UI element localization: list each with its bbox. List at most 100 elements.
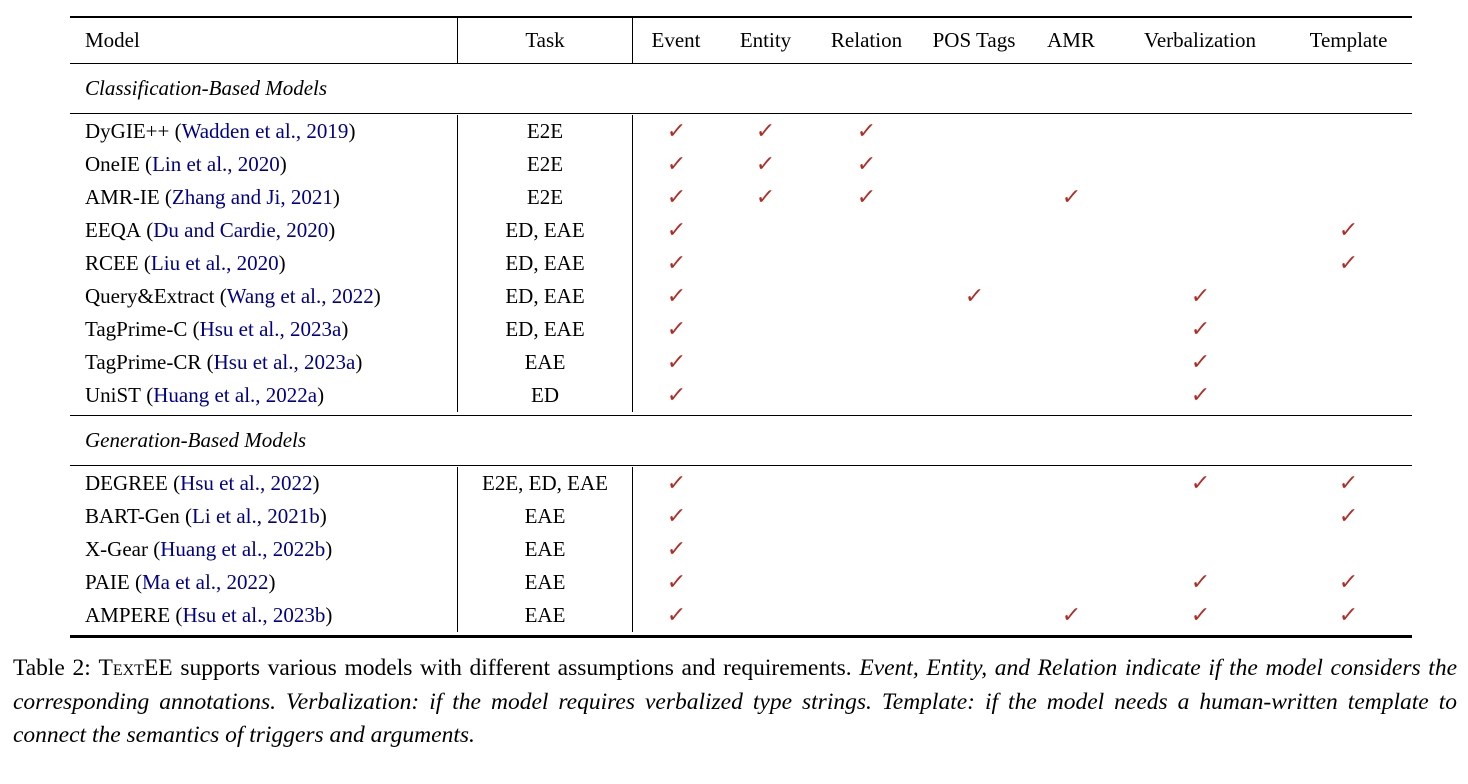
citation-link[interactable]: Liu et al., 2020 xyxy=(150,251,279,275)
model-name: AMPERE ( xyxy=(85,603,183,627)
checkmark-icon: ✓ xyxy=(1337,504,1360,529)
model-cell: PAIE (Ma et al., 2022) xyxy=(70,566,458,599)
check-cell-pos-tags: ✓ xyxy=(921,284,1027,309)
table-row: PAIE (Ma et al., 2022)EAE✓✓✓ xyxy=(70,566,1412,599)
citation-link[interactable]: Wang et al., 2022 xyxy=(226,284,374,308)
checkmark-icon: ✓ xyxy=(1189,350,1211,375)
citation-close-paren: ) xyxy=(325,603,333,627)
citation-link[interactable]: Li et al., 2021b xyxy=(192,504,320,528)
task-cell: ED, EAE xyxy=(458,280,633,313)
citation-close-paren: ) xyxy=(355,350,363,374)
checkmark-icon: ✓ xyxy=(1337,570,1360,595)
check-cell-verbalization: ✓ xyxy=(1115,383,1285,408)
citation-link[interactable]: Lin et al., 2020 xyxy=(152,152,280,176)
check-cell-relation: ✓ xyxy=(812,152,921,177)
model-cell: RCEE (Liu et al., 2020) xyxy=(70,247,458,280)
citation-link[interactable]: Hsu et al., 2022 xyxy=(180,471,313,495)
citation-link[interactable]: Huang et al., 2022a xyxy=(153,383,318,407)
checkmark-icon: ✓ xyxy=(1189,284,1211,309)
check-cell-verbalization: ✓ xyxy=(1115,570,1285,595)
citation-close-paren: ) xyxy=(279,152,287,176)
model-cell: TagPrime-C (Hsu et al., 2023a) xyxy=(70,313,458,346)
task-cell: EAE xyxy=(458,566,633,599)
check-cell-template: ✓ xyxy=(1285,471,1412,496)
model-name: PAIE ( xyxy=(85,570,142,594)
model-cell: EEQA (Du and Cardie, 2020) xyxy=(70,214,458,247)
table-row: RCEE (Liu et al., 2020)ED, EAE✓✓ xyxy=(70,247,1412,280)
check-cell-verbalization: ✓ xyxy=(1115,284,1285,309)
check-cell-template: ✓ xyxy=(1285,603,1412,628)
citation-close-paren: ) xyxy=(348,119,356,143)
checkmark-icon: ✓ xyxy=(665,350,687,375)
checkmark-icon: ✓ xyxy=(855,152,878,177)
citation-close-paren: ) xyxy=(312,471,320,495)
table-row: AMPERE (Hsu et al., 2023b) EAE ✓ ✓ ✓ ✓ xyxy=(70,599,1412,632)
check-cell-event: ✓ xyxy=(633,152,719,177)
checkmark-icon: ✓ xyxy=(1337,471,1360,496)
table-row: TagPrime-C (Hsu et al., 2023a)ED, EAE✓✓ xyxy=(70,313,1412,346)
citation-link[interactable]: Du and Cardie, 2020 xyxy=(153,218,329,242)
citation-close-paren: ) xyxy=(319,504,327,528)
task-cell: E2E xyxy=(458,181,633,214)
check-cell-relation: ✓ xyxy=(812,119,921,144)
task-cell: EAE xyxy=(458,533,633,566)
model-name: DEGREE ( xyxy=(85,471,181,495)
checkmark-icon: ✓ xyxy=(665,537,687,562)
check-cell-template: ✓ xyxy=(1285,251,1412,276)
task-cell: ED, EAE xyxy=(458,313,633,346)
checkmark-icon: ✓ xyxy=(665,603,687,628)
check-cell-verbalization: ✓ xyxy=(1115,350,1285,375)
checkmark-icon: ✓ xyxy=(754,185,777,210)
task-cell: ED, EAE xyxy=(458,214,633,247)
table-row: DyGIE++ (Wadden et al., 2019)E2E✓✓✓ xyxy=(70,115,1412,148)
checkmark-icon: ✓ xyxy=(665,185,687,210)
citation-close-paren: ) xyxy=(341,317,349,341)
table-row: OneIE (Lin et al., 2020)E2E✓✓✓ xyxy=(70,148,1412,181)
model-name: AMR-IE ( xyxy=(85,185,172,209)
checkmark-icon: ✓ xyxy=(665,471,687,496)
check-cell-event: ✓ xyxy=(633,537,719,562)
model-name: RCEE ( xyxy=(85,251,151,275)
check-cell-verbalization: ✓ xyxy=(1115,471,1285,496)
model-cell: AMR-IE (Zhang and Ji, 2021) xyxy=(70,181,458,214)
table-caption: Table 2: TextEE supports various models … xyxy=(13,652,1457,753)
check-cell-verbalization: ✓ xyxy=(1115,317,1285,342)
checkmark-icon: ✓ xyxy=(1189,603,1211,628)
caption-italic-text: Event, Entity, and Relation indicate if … xyxy=(13,655,1458,748)
column-header-model: Model xyxy=(70,18,458,63)
task-cell: EAE xyxy=(458,500,633,533)
citation-link[interactable]: Wadden et al., 2019 xyxy=(181,119,349,143)
citation-link[interactable]: Hsu et al., 2023a xyxy=(199,317,342,341)
citation-close-paren: ) xyxy=(332,185,340,209)
model-name: X-Gear ( xyxy=(85,537,161,561)
citation-link[interactable]: Zhang and Ji, 2021 xyxy=(171,185,333,209)
check-cell-amr: ✓ xyxy=(1027,185,1115,210)
checkmark-icon: ✓ xyxy=(855,119,878,144)
column-header-relation: Relation xyxy=(830,28,903,52)
citation-link[interactable]: Hsu et al., 2023b xyxy=(182,603,326,627)
model-name: BART-Gen ( xyxy=(85,504,193,528)
check-cell-amr: ✓ xyxy=(1027,603,1115,628)
task-cell: E2E xyxy=(458,148,633,181)
check-cell-entity: ✓ xyxy=(719,185,812,210)
model-cell: UniST (Huang et al., 2022a) xyxy=(70,379,458,412)
citation-link[interactable]: Hsu et al., 2023a xyxy=(213,350,356,374)
citation-close-paren: ) xyxy=(325,537,333,561)
check-cell-event: ✓ xyxy=(633,251,719,276)
checkmark-icon: ✓ xyxy=(1189,317,1211,342)
citation-link[interactable]: Ma et al., 2022 xyxy=(141,570,269,594)
citation-link[interactable]: Huang et al., 2022b xyxy=(160,537,326,561)
table-row: Query&Extract (Wang et al., 2022)ED, EAE… xyxy=(70,280,1412,313)
checkmark-icon: ✓ xyxy=(1189,570,1211,595)
check-cell-entity: ✓ xyxy=(719,152,812,177)
checkmark-icon: ✓ xyxy=(754,119,777,144)
checkmark-icon: ✓ xyxy=(665,383,687,408)
model-name: OneIE ( xyxy=(85,152,153,176)
check-cell-relation: ✓ xyxy=(812,185,921,210)
table-row: UniST (Huang et al., 2022a)ED✓✓ xyxy=(70,379,1412,412)
task-cell: EAE xyxy=(458,599,633,632)
column-header-pos-tags: POS Tags xyxy=(932,28,1016,52)
table-row: AMR-IE (Zhang and Ji, 2021)E2E✓✓✓✓ xyxy=(70,181,1412,214)
